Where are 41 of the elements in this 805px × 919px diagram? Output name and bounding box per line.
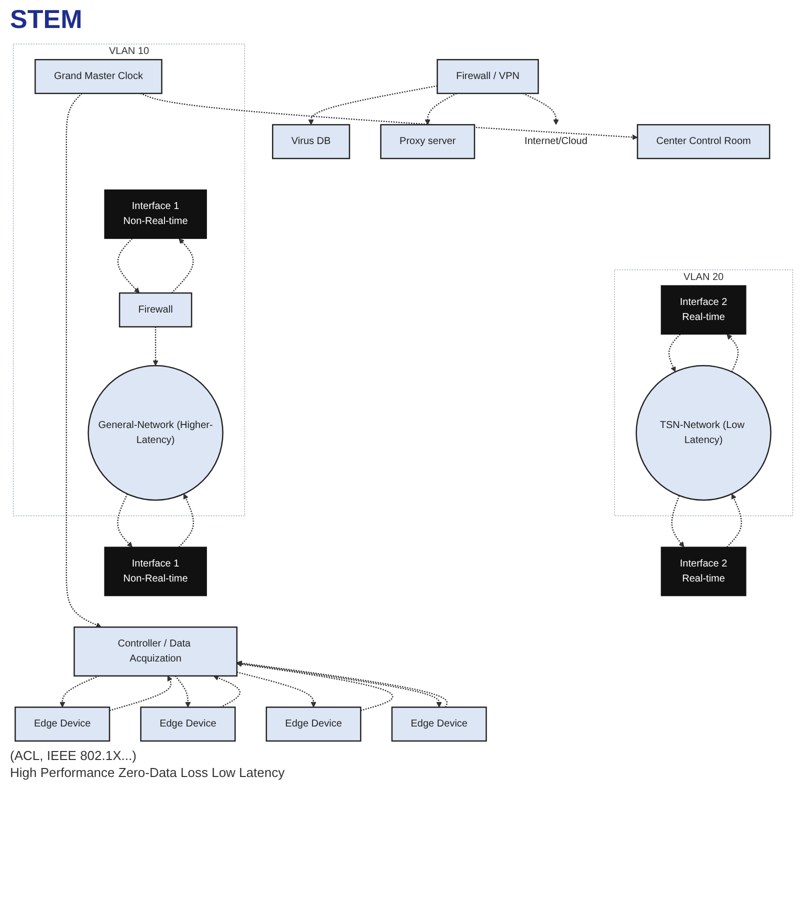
arrow xyxy=(726,494,742,548)
node-circle: General-Network (Higher-Latency) xyxy=(87,364,223,501)
arrow xyxy=(424,92,456,125)
arrow xyxy=(726,334,738,372)
node-box: Interface 1 Non-Real-time xyxy=(104,189,206,239)
node-box: Firewall xyxy=(118,292,192,328)
arrow xyxy=(236,672,316,708)
node-box: Edge Device xyxy=(390,706,486,742)
node-box: Virus DB xyxy=(272,124,350,160)
node-box: Controller / Data Acquization xyxy=(73,626,238,677)
arrow xyxy=(116,494,132,548)
arrow xyxy=(212,675,240,708)
node-box: Center Control Room xyxy=(636,124,770,160)
arrow xyxy=(108,676,172,712)
node-box: Interface 2 Real-time xyxy=(660,546,746,596)
node-box: Interface 1 Non-Real-time xyxy=(104,546,206,596)
node-box: Interface 2 Real-time xyxy=(660,285,746,335)
arrow xyxy=(170,238,194,294)
arrow xyxy=(308,85,437,125)
arrow xyxy=(140,92,638,140)
arrow xyxy=(59,675,99,708)
node-text: Internet/Cloud xyxy=(524,136,587,147)
arrow xyxy=(236,662,393,712)
arrow xyxy=(522,92,558,125)
arrow xyxy=(178,494,194,548)
arrow xyxy=(670,495,684,548)
arrow xyxy=(116,238,140,294)
diagram-title: STEM xyxy=(10,4,84,35)
note-text: (ACL, IEEE 802.1X...) xyxy=(10,748,138,763)
node-box: Edge Device xyxy=(265,706,361,742)
node-box: Firewall / VPN xyxy=(436,59,538,94)
node-box: Grand Master Clock xyxy=(34,59,162,94)
node-circle: TSN-Network (Low Latency) xyxy=(635,364,771,501)
arrow xyxy=(668,334,680,372)
note-text: High Performance Zero-Data Loss Low Latency xyxy=(10,765,286,780)
node-box: Edge Device xyxy=(14,706,110,742)
arrow xyxy=(152,326,158,366)
arrow xyxy=(65,93,101,628)
node-box: Edge Device xyxy=(140,706,236,742)
arrow xyxy=(174,676,190,708)
node-box: Proxy server xyxy=(380,124,475,160)
